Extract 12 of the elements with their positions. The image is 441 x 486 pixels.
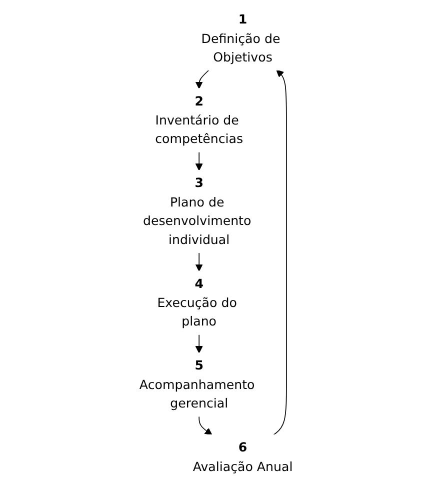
node-text: 1 Definição de Objetivos [201, 12, 280, 65]
arrow [195, 334, 203, 354]
node-text: 4 Execução do plano [157, 276, 237, 330]
arrow [273, 70, 287, 436]
arrow [195, 252, 203, 272]
arrow [195, 70, 210, 89]
arrow [195, 152, 203, 171]
node-text: 6 Avaliação Anual [192, 440, 293, 474]
arrow [198, 416, 212, 436]
node-text: 2 Inventário de competências [155, 94, 244, 146]
node-text: 5 Acompanhamento gerencial [139, 358, 255, 411]
node-text: 3 Plano de desenvolvimento individual [142, 175, 252, 248]
